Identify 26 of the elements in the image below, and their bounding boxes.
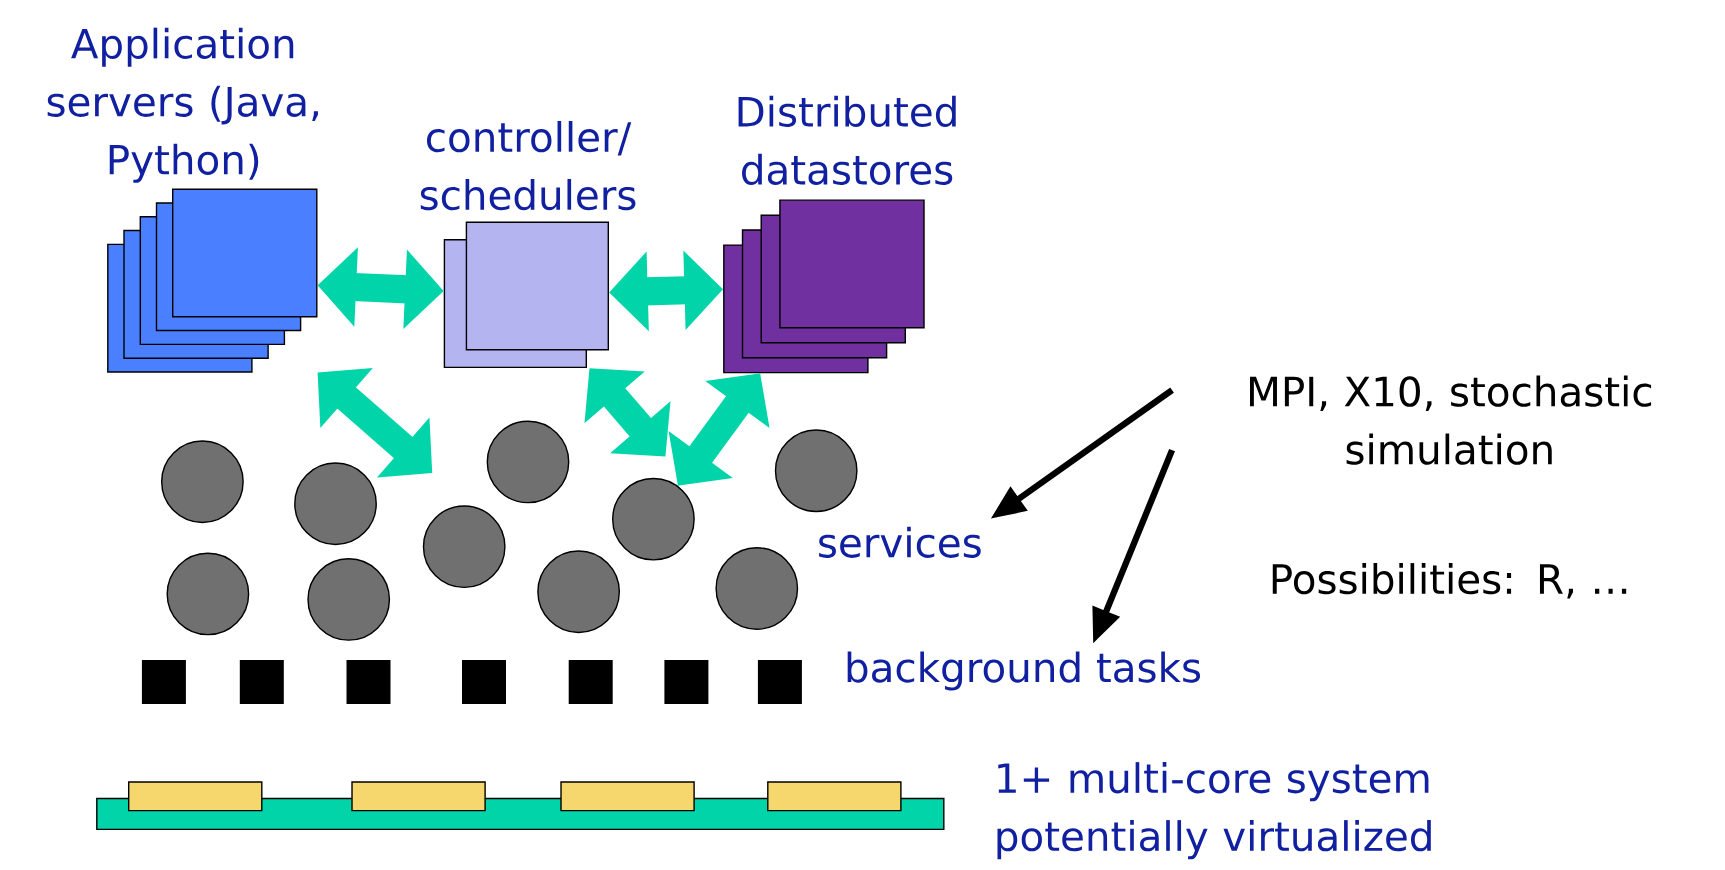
text-label: background tasks: [847, 651, 1201, 691]
service-circle: [537, 550, 620, 634]
service-circle: [774, 429, 858, 513]
service-circle: [612, 477, 695, 561]
service-circle: [422, 505, 506, 589]
service-circle: [486, 420, 570, 504]
task-square: [568, 660, 613, 704]
service-circle: [715, 547, 799, 630]
service-circle: [166, 552, 250, 636]
service-circle: [294, 462, 377, 546]
text-label: MPI, X10, stochastic simulation: [1250, 375, 1652, 465]
service-circle: [161, 440, 244, 524]
note-text: 1+ multi-core system potentially virtualized: [997, 762, 1431, 860]
text-label: services: [819, 526, 981, 558]
task-square: [757, 660, 802, 704]
heading: Distributed datastores: [738, 95, 956, 185]
task-square: [462, 660, 506, 704]
task-square: [664, 660, 709, 704]
note-text: Possibilities: R, …: [1272, 563, 1627, 599]
heading: controller/ schedulers: [420, 121, 636, 211]
service-circle: [307, 558, 391, 641]
arrow: [584, 368, 671, 457]
heading: Application servers (Java, Python): [47, 27, 318, 183]
task-square: [239, 660, 284, 704]
task-square: [141, 660, 186, 704]
task-square: [346, 660, 391, 704]
